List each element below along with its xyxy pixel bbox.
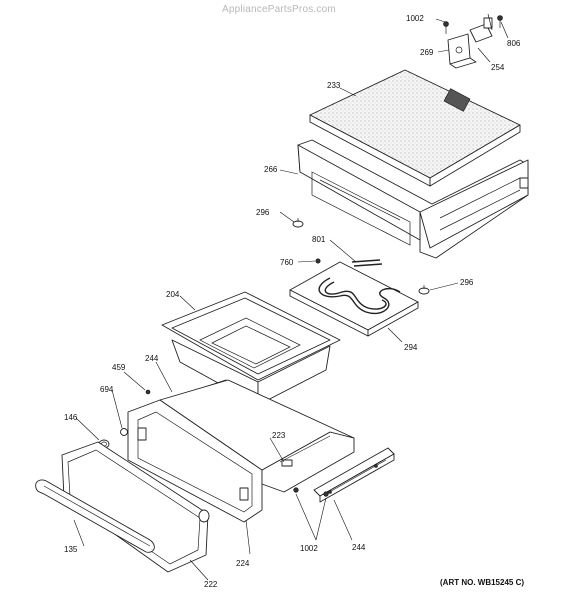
- switch-254[interactable]: [469, 13, 493, 43]
- callout-224: 224: [236, 559, 250, 568]
- callout-806: 806: [507, 39, 521, 48]
- callout-296-left: 296: [256, 208, 270, 217]
- screw-806[interactable]: [497, 15, 503, 29]
- top-cover-233[interactable]: [309, 69, 521, 187]
- callout-294: 294: [404, 343, 418, 352]
- watermark: AppliancePartsPros.com: [222, 4, 336, 15]
- leader-lines: [73, 18, 509, 581]
- screw-1002-bottom-b[interactable]: [323, 491, 329, 497]
- callout-233: 233: [327, 81, 341, 90]
- drawer-pan-204[interactable]: [161, 291, 341, 406]
- screw-1002-top[interactable]: [443, 21, 449, 35]
- callout-146: 146: [64, 413, 78, 422]
- screw-459[interactable]: [145, 389, 151, 395]
- screw-296-right[interactable]: [418, 285, 430, 295]
- callout-labels: 1002 806 269 254 233 266 296 801 760 296…: [64, 14, 521, 589]
- art-number: (ART NO. WB15245 C): [440, 578, 525, 587]
- bracket-269[interactable]: [447, 33, 477, 69]
- callout-459: 459: [112, 363, 126, 372]
- drawer-handle-135[interactable]: [35, 479, 155, 553]
- callout-266: 266: [264, 165, 278, 174]
- drawer-side-223[interactable]: [159, 379, 355, 493]
- callout-694: 694: [100, 385, 114, 394]
- callout-244-right: 244: [352, 543, 366, 552]
- callout-244-left: 244: [145, 354, 159, 363]
- callout-760: 760: [280, 258, 294, 267]
- callout-223: 223: [272, 431, 286, 440]
- callout-1002-bottom: 1002: [300, 544, 318, 553]
- callout-1002-top: 1002: [406, 14, 424, 23]
- bumper-694[interactable]: [120, 428, 128, 436]
- drawer-housing-266[interactable]: [297, 139, 529, 259]
- callout-254: 254: [491, 63, 505, 72]
- callout-204: 204: [166, 290, 180, 299]
- screw-760[interactable]: [315, 258, 321, 264]
- screw-296-left[interactable]: [292, 218, 304, 228]
- slide-rail-244-right[interactable]: [313, 447, 395, 503]
- screw-1002-bottom-a[interactable]: [293, 487, 299, 493]
- callout-296-right: 296: [460, 278, 474, 287]
- callout-222: 222: [204, 580, 218, 589]
- bake-element-801[interactable]: [318, 259, 401, 315]
- callout-135: 135: [64, 545, 78, 554]
- callout-801: 801: [312, 235, 326, 244]
- callout-269: 269: [420, 48, 434, 57]
